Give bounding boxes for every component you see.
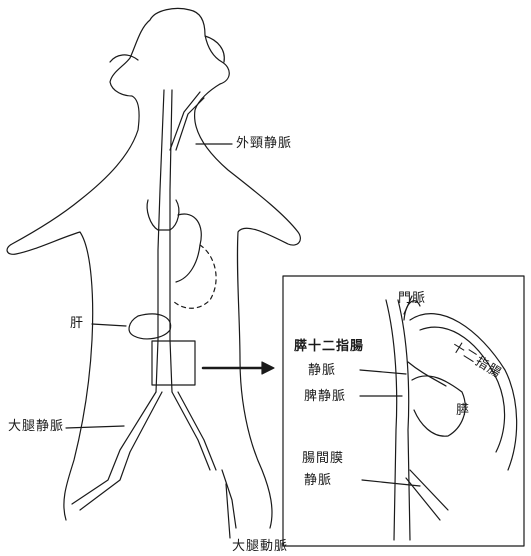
label-portal-vein: 門脈 <box>398 292 426 305</box>
leader-liver <box>92 324 126 326</box>
leader-femoral-vein <box>66 426 124 428</box>
label-mesenteric-vein-1: 腸間膜 <box>302 452 344 465</box>
left-femoral-vein-2 <box>80 392 162 510</box>
heart-outline <box>147 200 179 230</box>
vena-cava-left <box>156 90 164 392</box>
body-outline <box>7 8 300 528</box>
label-mesenteric-vein-2: 静脈 <box>304 474 332 487</box>
stomach-dashed <box>172 245 216 308</box>
label-pancreatic-duodenal-vein-2: 静脈 <box>308 364 336 377</box>
label-external-jugular-vein: 外頸静脈 <box>236 137 292 150</box>
stomach-outline <box>176 214 201 282</box>
label-femoral-vein: 大腿静脈 <box>8 420 64 433</box>
inset-panel <box>283 276 524 546</box>
label-liver: 肝 <box>70 317 84 330</box>
label-pancreatic-duodenal-vein-1: 膵十二指腸 <box>294 340 364 353</box>
label-femoral-artery: 大腿動脈 <box>232 540 288 553</box>
head-ear-left <box>110 55 138 62</box>
right-femoral-vein <box>172 392 210 470</box>
leader-mesenteric <box>362 480 420 486</box>
zoom-arrow-head <box>262 362 274 374</box>
inset-portal-vein-a <box>386 300 397 540</box>
vena-cava-right <box>170 90 172 392</box>
right-femoral-vein-2 <box>178 392 216 470</box>
liver-outline <box>129 314 171 339</box>
zoom-box <box>152 341 195 385</box>
leader-pancreatic-duodenal <box>360 370 406 374</box>
inset-pancreatic-vein <box>408 362 446 386</box>
head-ear-right <box>205 36 224 62</box>
label-pancreas: 膵 <box>456 404 470 417</box>
inset-portal-vein-b <box>398 300 410 540</box>
label-splenic-vein: 脾静脈 <box>304 390 346 403</box>
